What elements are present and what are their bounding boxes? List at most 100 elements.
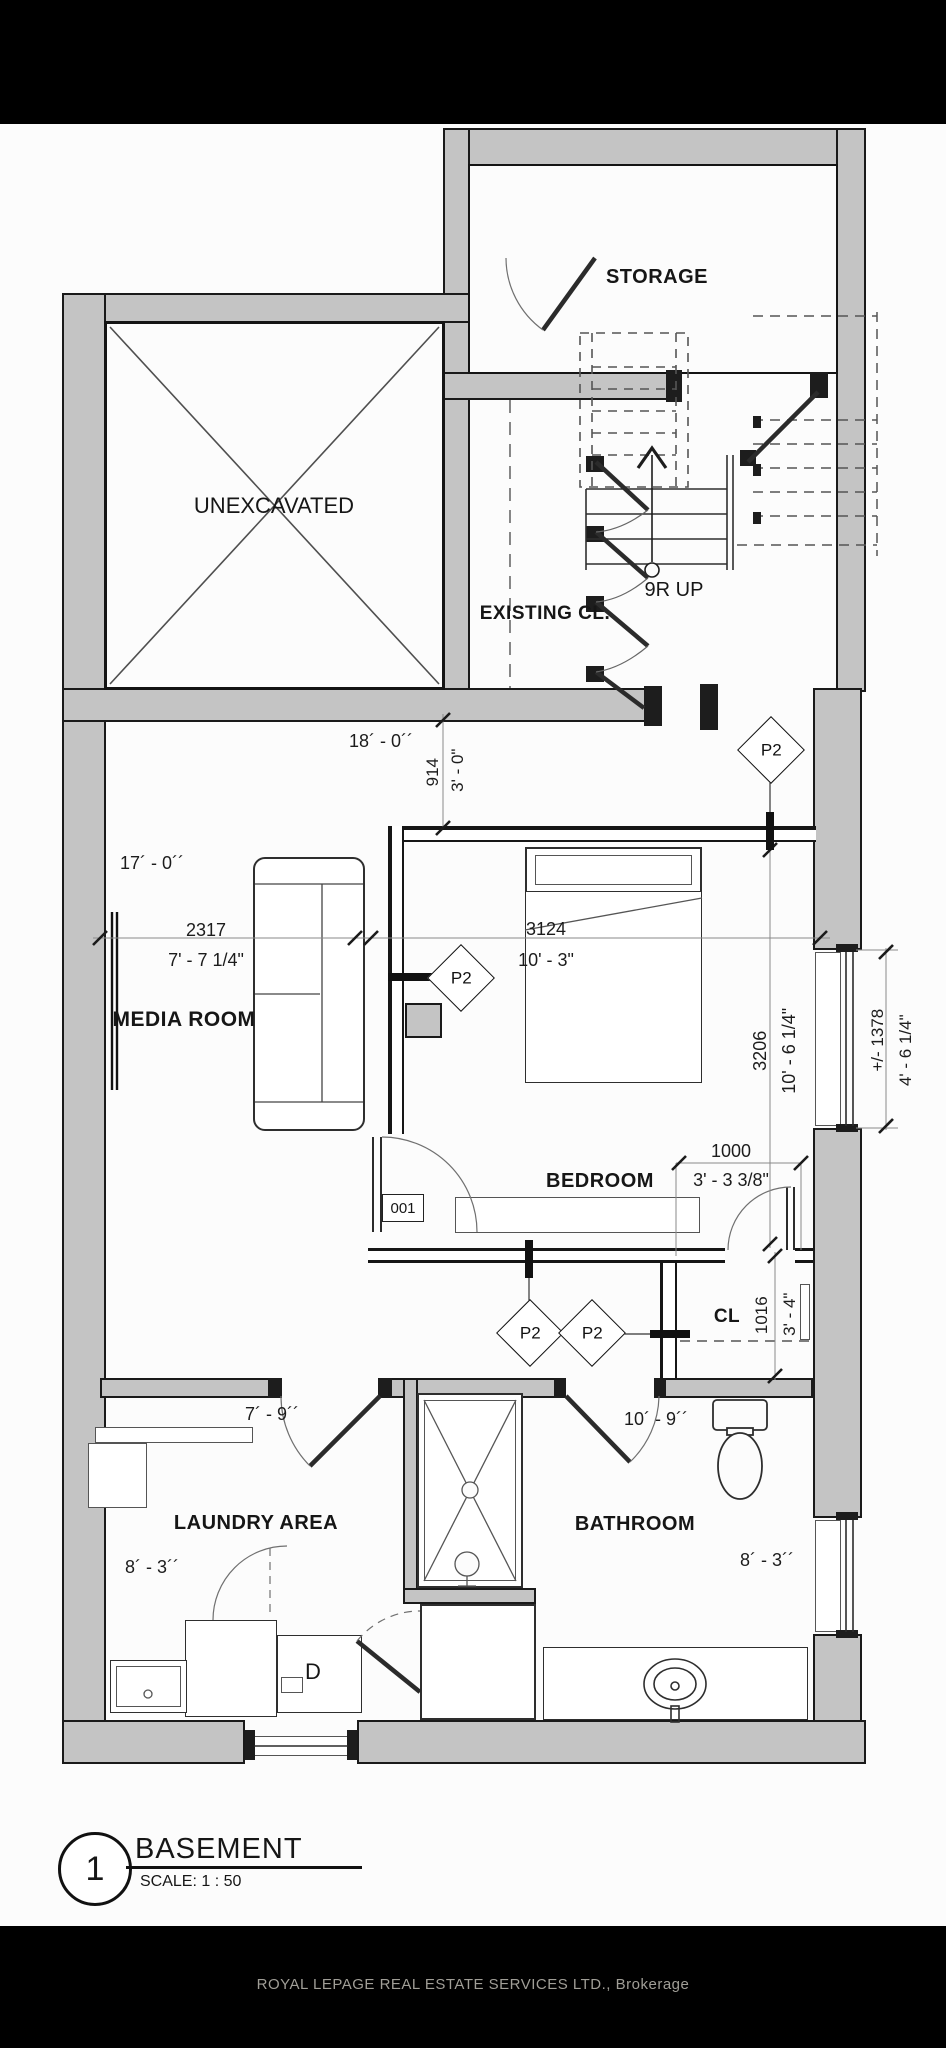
p2-tag-4: P2 <box>558 1299 626 1367</box>
sofa <box>253 857 365 1131</box>
existing-closet-doors <box>509 400 650 710</box>
wall-south-seg-1 <box>100 1378 280 1398</box>
wall-media-bedroom-partition <box>388 826 404 1134</box>
wall-closet-west <box>660 1263 677 1378</box>
wall-bottom-a <box>62 1720 245 1764</box>
jamb-bath-door-r <box>654 1378 666 1398</box>
jamb-storage-bottom <box>666 370 682 402</box>
wall-bedroom-south <box>368 1248 725 1263</box>
room-label-storage: STORAGE <box>605 266 709 288</box>
dim-window-ft: 4' - 6 1/4" <box>895 1014 915 1087</box>
wall-right-lower-2 <box>813 1128 862 1518</box>
wall-storage-top <box>443 128 866 166</box>
top-black-bar <box>0 0 946 124</box>
door-tag-001: 001 <box>382 1194 424 1222</box>
jamb-laundry-door-r <box>378 1378 392 1398</box>
media-window-bar <box>110 912 119 1090</box>
sheet-scale: SCALE: 1 : 50 <box>140 1873 242 1890</box>
washer <box>185 1620 277 1717</box>
dryer-label: D <box>305 1659 321 1684</box>
bottom-black-bar <box>0 1926 946 2048</box>
laundry-window-frame <box>252 1736 350 1756</box>
dryer <box>277 1635 362 1713</box>
p2-tag-3: P2 <box>496 1299 564 1367</box>
stairs-up-arrow <box>636 445 668 578</box>
dim-bedroom-depth-mm: 3206 <box>750 1030 771 1071</box>
laundry-counter-top <box>95 1427 253 1443</box>
stairs-treads <box>585 455 734 570</box>
dim-bath-width: 8´ - 3´´ <box>740 1550 794 1570</box>
laundry-counter-side <box>88 1443 147 1508</box>
jamb-hall-right <box>700 684 718 730</box>
jamb-bath-door-l <box>554 1378 566 1398</box>
dim-window-mm: +/- 1378 <box>867 1008 887 1072</box>
jamb-bifold-2 <box>586 526 604 542</box>
room-label-bathroom: BATHROOM <box>574 1513 696 1535</box>
wall-media-north <box>62 688 646 722</box>
jamb-stair-door-top <box>810 372 828 398</box>
dim-bedroom-width-mm: 3124 <box>525 919 567 939</box>
jamb-bifold-4 <box>586 666 604 682</box>
room-label-bedroom: BEDROOM <box>546 1170 654 1192</box>
wall-closet-door-east <box>795 1248 813 1263</box>
dim-bedroom-width-ft: 10' - 3" <box>518 950 574 970</box>
dim-closet-depth-mm: 1016 <box>751 1296 771 1335</box>
bedroom-window-well <box>815 952 841 1126</box>
bed-pillow <box>535 855 692 885</box>
closet-shelf-box <box>800 1284 810 1340</box>
wall-right-upper <box>836 128 866 692</box>
dim-laundry-width: 8´ - 3´´ <box>125 1557 179 1577</box>
dryer-detail <box>281 1677 303 1693</box>
stairs-up-label: 9R UP <box>644 579 704 601</box>
exterior-stairs-jamb-marks <box>753 416 761 524</box>
dim-laundry-door: 7´ - 9´´ <box>245 1404 299 1424</box>
room-label-media-room: MEDIA ROOM <box>112 1008 256 1031</box>
wall-exterior-left <box>62 293 106 1764</box>
wall-storage-left <box>443 128 470 722</box>
dim-media-length: 17´ - 0´´ <box>119 853 184 873</box>
dim-closet-door-ft: 3' - 3 3/8" <box>693 1170 769 1190</box>
dim-bedroom-depth-ft: 10' - 6 1/4" <box>779 1007 800 1094</box>
sheet-title-underline <box>126 1866 362 1869</box>
p2-tag-1: P2 <box>737 716 805 784</box>
wall-storage-bottom <box>443 372 668 400</box>
bedroom-window-cap-top <box>836 944 858 952</box>
room-label-unexcavated: UNEXCAVATED <box>193 493 355 518</box>
jamb-laundry-door-l <box>268 1378 282 1398</box>
brokerage-footer: ROYAL LEPAGE REAL ESTATE SERVICES LTD., … <box>256 1976 690 1993</box>
dim-hall-depth-mm: 914 <box>422 758 442 787</box>
jamb-bifold-1 <box>586 456 604 472</box>
bathroom-vanity <box>543 1647 808 1720</box>
jamb-stair-door-bottom <box>740 450 756 466</box>
bathroom-window-cap-bottom <box>836 1630 858 1638</box>
sheet-number-bubble: 1 <box>58 1832 132 1906</box>
dimension-lines <box>93 714 898 1380</box>
dim-bath-door: 10´ - 9´´ <box>623 1409 688 1429</box>
dim-closet-door-mm: 1000 <box>710 1141 752 1161</box>
sheet-title: BASEMENT <box>135 1833 303 1865</box>
dim-closet-depth-ft: 3' - 4" <box>779 1292 799 1336</box>
laundry-window-cap-l <box>245 1730 255 1760</box>
dim-media-width-mm: 2317 <box>185 920 227 940</box>
mechanical-room <box>420 1604 536 1720</box>
dim-media-width-ft: 7' - 7 1/4" <box>168 950 244 970</box>
wall-under-shower <box>403 1588 536 1604</box>
room-label-closet: CL <box>713 1306 741 1327</box>
jamb-hall-left <box>644 686 662 726</box>
laundry-tub-inner <box>116 1666 181 1707</box>
bathroom-window-well <box>815 1520 841 1632</box>
closet-door <box>727 1186 795 1251</box>
bedroom-window-cap-bottom <box>836 1124 858 1132</box>
wall-shower-west <box>403 1378 418 1604</box>
wall-bedroom-north <box>396 826 816 842</box>
room-label-existing-closet: EXISTING CL. <box>479 603 611 624</box>
wall-unexcavated-top <box>62 293 470 323</box>
wall-south-seg-3 <box>656 1378 813 1398</box>
shower-stall-inner <box>424 1400 516 1581</box>
room-label-laundry: LAUNDRY AREA <box>173 1512 339 1534</box>
structural-post <box>405 1003 442 1038</box>
dim-hall-depth-ft: 3' - 0" <box>447 748 467 792</box>
laundry-window-cap-r <box>347 1730 357 1760</box>
dim-hall-width: 18´ - 0´´ <box>348 731 413 751</box>
